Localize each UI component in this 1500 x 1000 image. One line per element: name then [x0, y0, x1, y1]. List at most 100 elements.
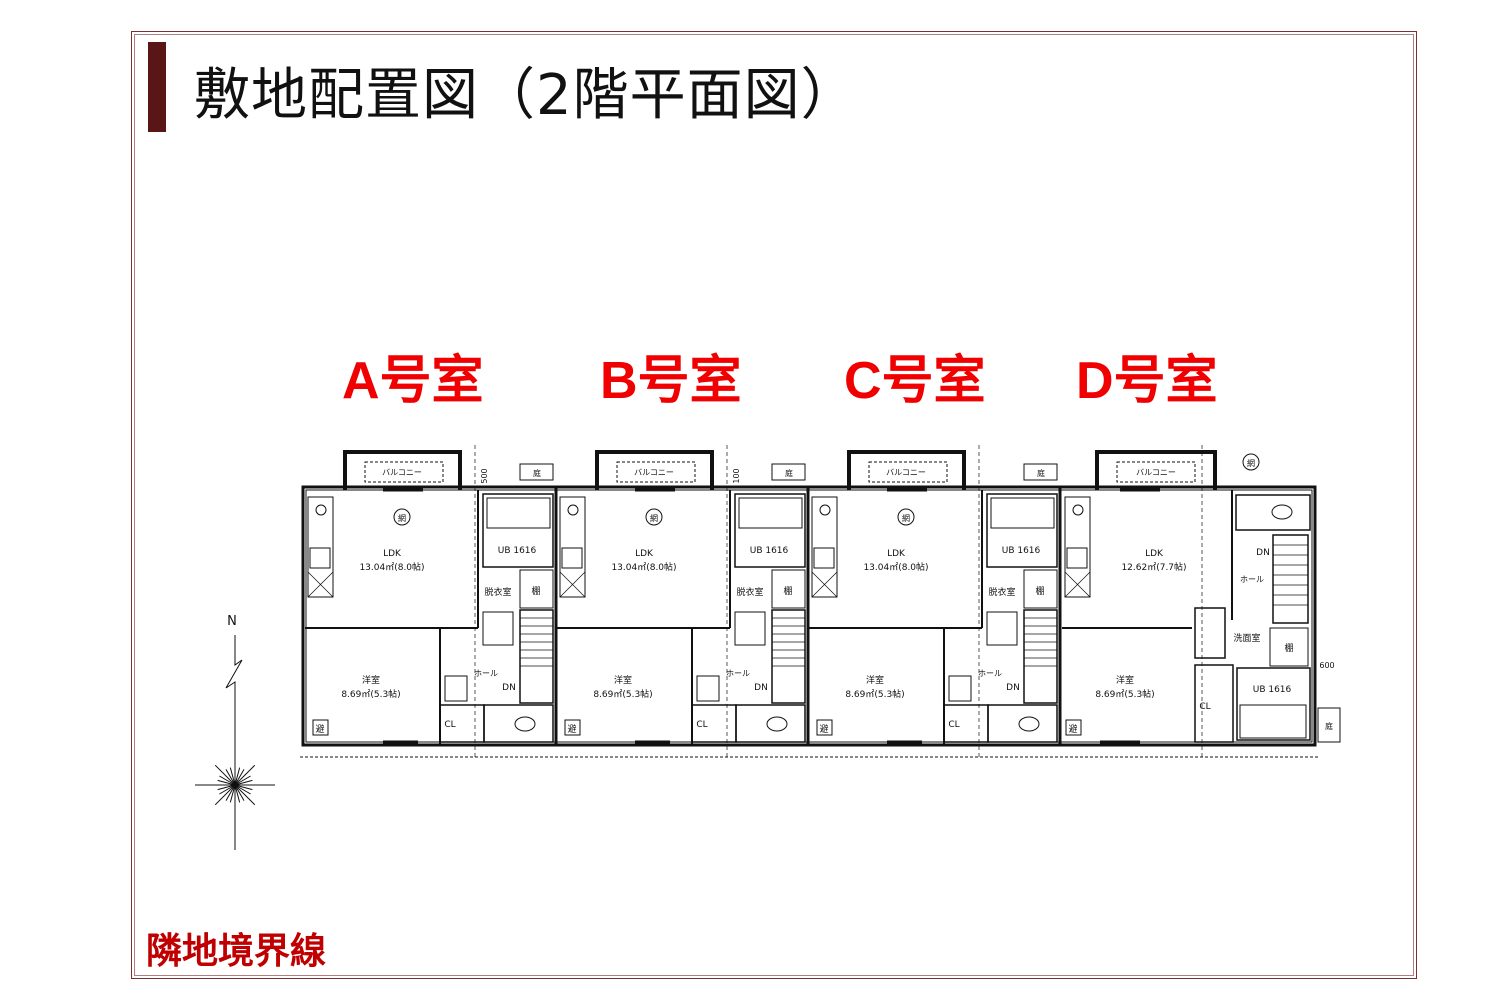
sink-icon — [813, 547, 835, 569]
ldk-area: 12.62㎡(7.7帖) — [1121, 561, 1186, 573]
net-symbol-label: 網 — [398, 513, 406, 523]
stove-icon — [567, 504, 579, 516]
compass-rose-ray — [234, 764, 256, 786]
slide-frame — [131, 31, 1417, 979]
escape-label: 避 — [567, 723, 576, 735]
ldk-area: 13.04㎡(8.0帖) — [863, 561, 928, 573]
stairs — [1272, 534, 1309, 624]
compass-rose-ray — [229, 767, 236, 786]
washbasin — [734, 611, 766, 646]
shelf-label: 棚 — [1035, 585, 1044, 597]
kitchen-counter — [307, 496, 334, 598]
ldk-label: LDK — [635, 549, 654, 559]
balcony-wall — [343, 450, 462, 490]
bathroom — [734, 493, 806, 568]
kitchen-counter — [1064, 496, 1091, 598]
bedroom-area: 8.69㎡(5.3帖) — [341, 688, 400, 700]
bathtub — [1239, 704, 1307, 739]
garden-label: 庭 — [1325, 721, 1333, 731]
bathroom-label: UB 1616 — [750, 546, 789, 556]
ldk-label: LDK — [1145, 549, 1164, 559]
bedroom-area: 8.69㎡(5.3帖) — [1095, 688, 1154, 700]
hall-label: ホール — [978, 669, 1002, 678]
balcony-wall — [1095, 450, 1217, 490]
net-symbol-label: 網 — [650, 513, 658, 523]
garden-box — [771, 463, 806, 481]
closet-label: CL — [444, 720, 455, 730]
bathroom — [1236, 667, 1311, 741]
balcony-inner — [364, 461, 444, 483]
ldk-label: LDK — [887, 549, 906, 559]
stairs — [1023, 609, 1058, 704]
bathroom-label: UB 1616 — [498, 546, 537, 556]
compass-rose-ray — [234, 779, 253, 786]
washbasin — [986, 611, 1018, 646]
compass-rose-ray — [225, 769, 236, 786]
unit-label-c: C号室 — [844, 352, 986, 410]
compass-rose-ray — [214, 784, 236, 806]
stairs — [519, 609, 554, 704]
bathroom — [986, 493, 1058, 568]
escape-label: 避 — [1068, 723, 1077, 735]
escape-box — [1065, 719, 1082, 736]
compass-rose-ray — [214, 764, 236, 786]
escape-box — [312, 719, 329, 736]
dimension-label: 100 — [732, 468, 741, 483]
washroom-label: 洗面室 — [1233, 632, 1260, 644]
net-symbol-icon — [393, 508, 411, 526]
compass-rose-ray — [234, 784, 245, 801]
compass-rose-ray — [234, 784, 251, 795]
bedroom-label: 洋室 — [866, 674, 884, 686]
toilet-icon — [1271, 504, 1293, 520]
garden-box — [1023, 463, 1058, 481]
compass-rose-ray — [217, 779, 236, 786]
shelf-label: 棚 — [783, 585, 792, 597]
bathtub — [990, 497, 1055, 529]
balcony-label: バルコニー — [634, 468, 674, 477]
shelf-box — [1269, 627, 1309, 667]
balcony-inner — [616, 461, 696, 483]
garden-label: 庭 — [1037, 468, 1045, 478]
down-label: DN — [754, 683, 768, 693]
compass-rose-ray — [225, 784, 236, 801]
dimension-label: 600 — [1319, 661, 1334, 670]
balcony-wall — [847, 450, 966, 490]
down-label: DN — [1006, 683, 1020, 693]
kitchen-counter — [811, 496, 838, 598]
ldk-area: 13.04㎡(8.0帖) — [359, 561, 424, 573]
ldk-area: 13.04㎡(8.0帖) — [611, 561, 676, 573]
net-symbol-icon — [1242, 453, 1260, 471]
stove-icon — [1072, 504, 1084, 516]
washbasin — [1194, 607, 1226, 659]
shelf-box — [771, 569, 806, 609]
toilet-room — [483, 704, 554, 743]
balcony-label: バルコニー — [382, 468, 422, 477]
storage — [444, 675, 468, 702]
garden-label: 庭 — [785, 468, 793, 478]
closet-label: CL — [1199, 702, 1210, 712]
escape-box — [564, 719, 581, 736]
washbasin — [482, 611, 514, 646]
compass-rose-ray — [219, 775, 236, 786]
bedroom-area: 8.69㎡(5.3帖) — [845, 688, 904, 700]
title-accent-bar — [148, 42, 166, 132]
bedroom-area: 8.69㎡(5.3帖) — [593, 688, 652, 700]
bedroom-label: 洋室 — [362, 674, 380, 686]
balcony-label: バルコニー — [886, 468, 926, 477]
balcony-wall — [595, 450, 714, 490]
garden-box — [519, 463, 554, 481]
compass-rose-ray — [234, 784, 256, 806]
bathtub — [486, 497, 551, 529]
ldk-label: LDK — [383, 549, 402, 559]
dressing-room-label: 脱衣室 — [988, 586, 1015, 598]
bathroom — [482, 493, 554, 568]
escape-label: 避 — [315, 723, 324, 735]
hall-label: ホール — [474, 669, 498, 678]
bedroom-label: 洋室 — [1116, 674, 1134, 686]
dimension-label: 500 — [480, 468, 489, 483]
escape-label: 避 — [819, 723, 828, 735]
stove-icon — [819, 504, 831, 516]
compass-rose-ray — [234, 769, 245, 786]
fridge-cross — [559, 571, 586, 598]
dressing-room-label: 脱衣室 — [736, 586, 763, 598]
